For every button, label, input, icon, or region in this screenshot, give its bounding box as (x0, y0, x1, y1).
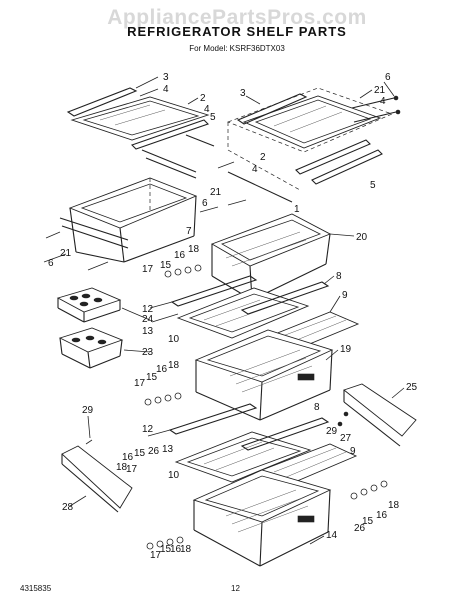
shelf-glass-lower (174, 431, 312, 483)
shelf-trim-right (236, 93, 383, 185)
callout-28: 28 (62, 502, 74, 513)
callout-labels: 3 4 2 4 5 3 6 21 4 2 4 5 21 6 1 7 21 6 2… (48, 72, 418, 561)
shelf-brackets-right (227, 95, 401, 203)
watermark-logo: AppliancePartsPros.com (107, 6, 367, 29)
callout-18: 18 (188, 244, 200, 255)
callout-10: 10 (168, 470, 180, 481)
side-panel-left (61, 439, 133, 513)
shelf-glass-right (242, 95, 382, 149)
callout-26: 26 (354, 523, 366, 534)
callout-2: 2 (200, 93, 206, 104)
document-number: 4315835 (20, 584, 52, 593)
callout-17: 17 (150, 550, 162, 561)
callout-15: 15 (362, 516, 374, 527)
callout-9: 9 (342, 290, 348, 301)
callout-23: 23 (142, 347, 154, 358)
shelf-rails-middle (149, 275, 330, 323)
callout-12: 12 (142, 304, 154, 315)
callout-18: 18 (116, 462, 128, 473)
callout-9: 9 (350, 446, 356, 457)
callout-15: 15 (146, 372, 158, 383)
shelf-support-lower (260, 443, 358, 485)
callout-13: 13 (142, 326, 154, 337)
callout-3: 3 (163, 72, 169, 83)
callout-17: 17 (134, 378, 146, 389)
callout-29: 29 (82, 405, 94, 416)
callout-26: 26 (148, 446, 160, 457)
drawer-rails-left (43, 217, 129, 271)
callout-3: 3 (240, 88, 246, 99)
crisper-drawer-large (194, 329, 334, 421)
callout-7: 7 (186, 226, 192, 237)
callout-4: 4 (380, 96, 386, 107)
callout-17: 17 (126, 464, 138, 475)
roller-assembly-middle (144, 392, 182, 406)
screws-right-top (199, 161, 247, 213)
callout-16: 16 (170, 544, 182, 555)
egg-tray-cover (56, 287, 122, 323)
callout-17: 17 (142, 264, 154, 275)
shelf-trim-front-left (66, 87, 210, 150)
callout-24: 24 (142, 314, 154, 325)
page-title: REFRIGERATOR SHELF PARTS (127, 24, 347, 39)
callout-leader-lines (69, 76, 405, 545)
deli-drawer-upper (210, 213, 332, 301)
callout-5: 5 (370, 180, 376, 191)
callout-13: 13 (162, 444, 174, 455)
callout-16: 16 (156, 364, 168, 375)
callout-16: 16 (122, 452, 134, 463)
callout-18: 18 (388, 500, 400, 511)
callout-27: 27 (340, 433, 352, 444)
shelf-rails-lower (147, 403, 330, 451)
side-panel-right (337, 383, 417, 447)
callout-16: 16 (376, 510, 388, 521)
page-number: 12 (231, 584, 240, 593)
callout-1: 1 (294, 204, 300, 215)
callout-20: 20 (356, 232, 368, 243)
callout-8: 8 (336, 271, 342, 282)
callout-4: 4 (252, 164, 258, 175)
callout-6: 6 (202, 198, 208, 209)
callout-10: 10 (168, 334, 180, 345)
callout-4: 4 (163, 84, 169, 95)
callout-12: 12 (142, 424, 154, 435)
roller-assembly-lower (146, 536, 184, 550)
callout-15: 15 (160, 544, 172, 555)
model-subtitle: For Model: KSRF36DTX03 (189, 44, 285, 53)
callout-2: 2 (260, 152, 266, 163)
callout-4: 4 (204, 104, 210, 115)
callout-21: 21 (60, 248, 72, 259)
callout-18: 18 (168, 360, 180, 371)
roller-assembly-upper (164, 264, 202, 278)
callout-15: 15 (134, 448, 146, 459)
callout-14: 14 (326, 530, 338, 541)
callout-15: 15 (160, 260, 172, 271)
egg-tray-bin (58, 327, 124, 369)
drawer-bottom (192, 469, 332, 567)
callout-8: 8 (314, 402, 320, 413)
shelf-side-rails-left (141, 134, 215, 179)
callout-16: 16 (174, 250, 186, 261)
callout-21: 21 (374, 85, 386, 96)
callout-29: 29 (326, 426, 338, 437)
callout-25: 25 (406, 382, 418, 393)
callout-21: 21 (210, 187, 222, 198)
callout-6: 6 (48, 258, 54, 269)
callout-19: 19 (340, 344, 352, 355)
callout-6: 6 (385, 72, 391, 83)
roller-assembly-right (350, 480, 388, 500)
callout-5: 5 (210, 112, 216, 123)
callout-18: 18 (180, 544, 192, 555)
shelf-glass-middle (176, 287, 310, 339)
shelf-glass-left (70, 96, 210, 141)
